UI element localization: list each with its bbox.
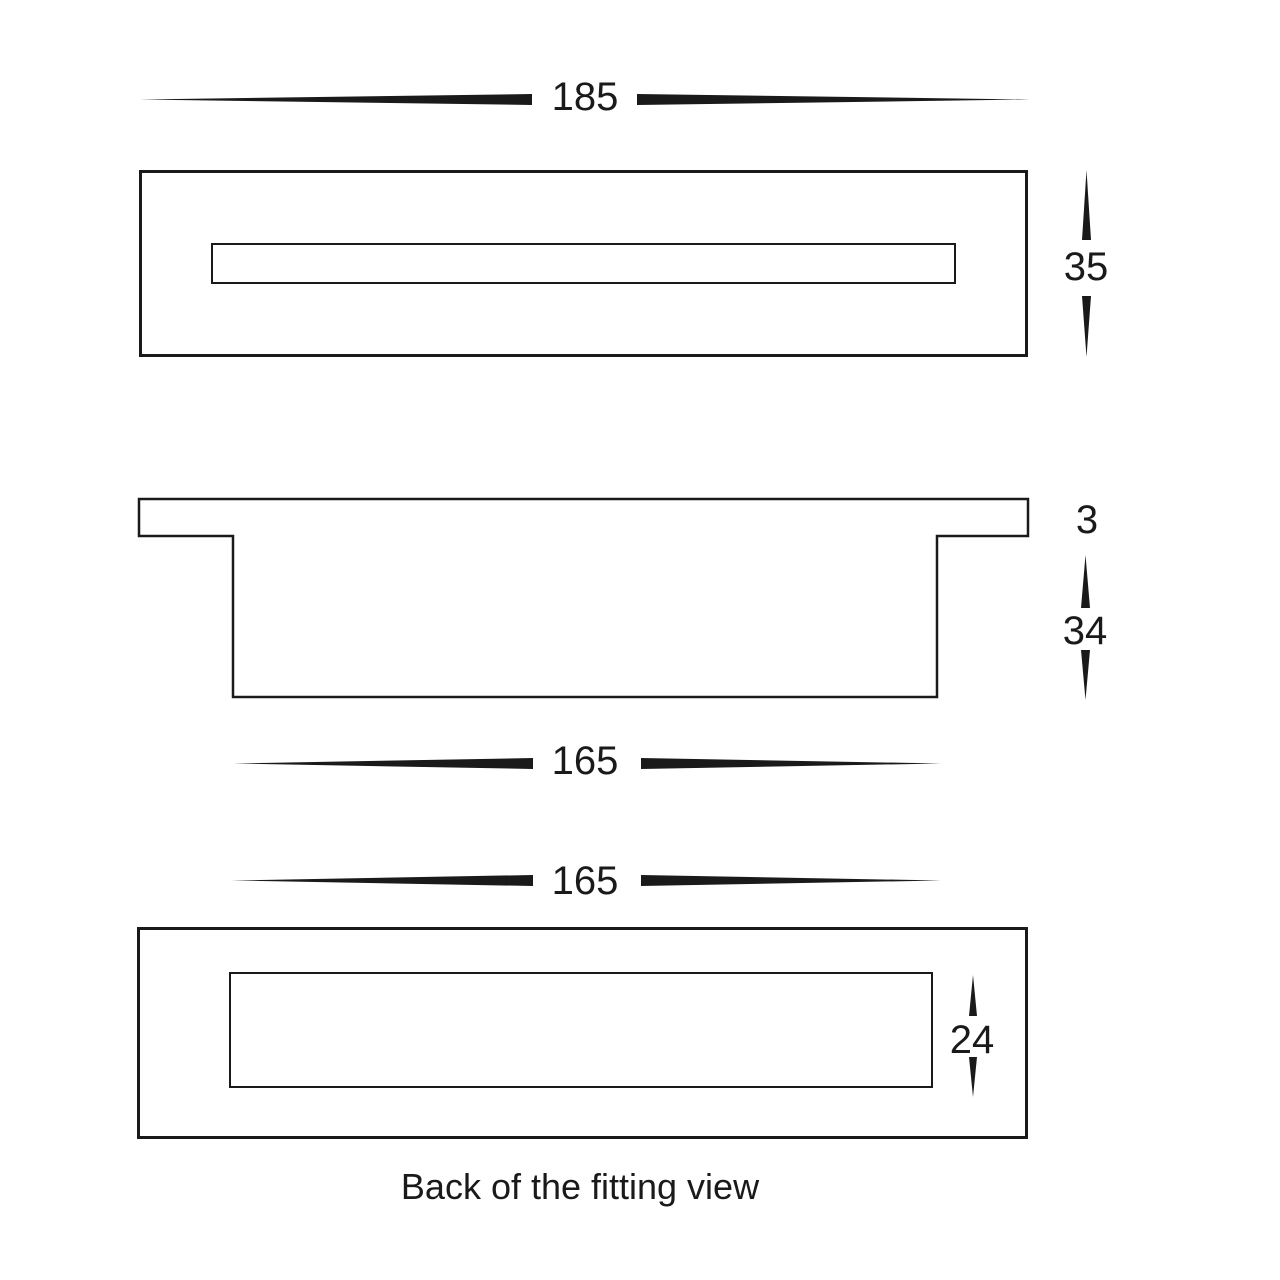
dim-24-up-arrow xyxy=(969,975,977,1016)
dim-35-up-arrow xyxy=(1082,170,1091,240)
dim-35-down-arrow xyxy=(1082,296,1091,357)
dim-165-back-right-arrow xyxy=(641,875,941,886)
dim-35-label: 35 xyxy=(1063,245,1109,289)
dim-34-down-arrow xyxy=(1081,650,1090,700)
back-view-aperture xyxy=(229,972,933,1088)
dim-165-side-label: 165 xyxy=(551,739,619,783)
dim-165-back-left-arrow xyxy=(231,875,533,886)
dim-34-label: 34 xyxy=(1062,609,1108,653)
dim-3-label: 3 xyxy=(1075,498,1099,542)
side-profile-outline xyxy=(137,497,1030,699)
dim-24-down-arrow xyxy=(969,1057,977,1097)
dim-24-label: 24 xyxy=(949,1018,995,1062)
dim-185-label: 185 xyxy=(551,75,619,119)
dim-185-right-arrow xyxy=(637,94,1030,105)
dim-165-back-label: 165 xyxy=(551,859,619,903)
dim-165-side-right-arrow xyxy=(641,758,941,769)
drawing-caption: Back of the fitting view xyxy=(400,1166,760,1207)
front-view-light-slot xyxy=(211,243,956,284)
dim-165-side-left-arrow xyxy=(233,758,533,769)
dim-34-up-arrow xyxy=(1081,555,1090,608)
dim-185-left-arrow xyxy=(140,94,532,105)
